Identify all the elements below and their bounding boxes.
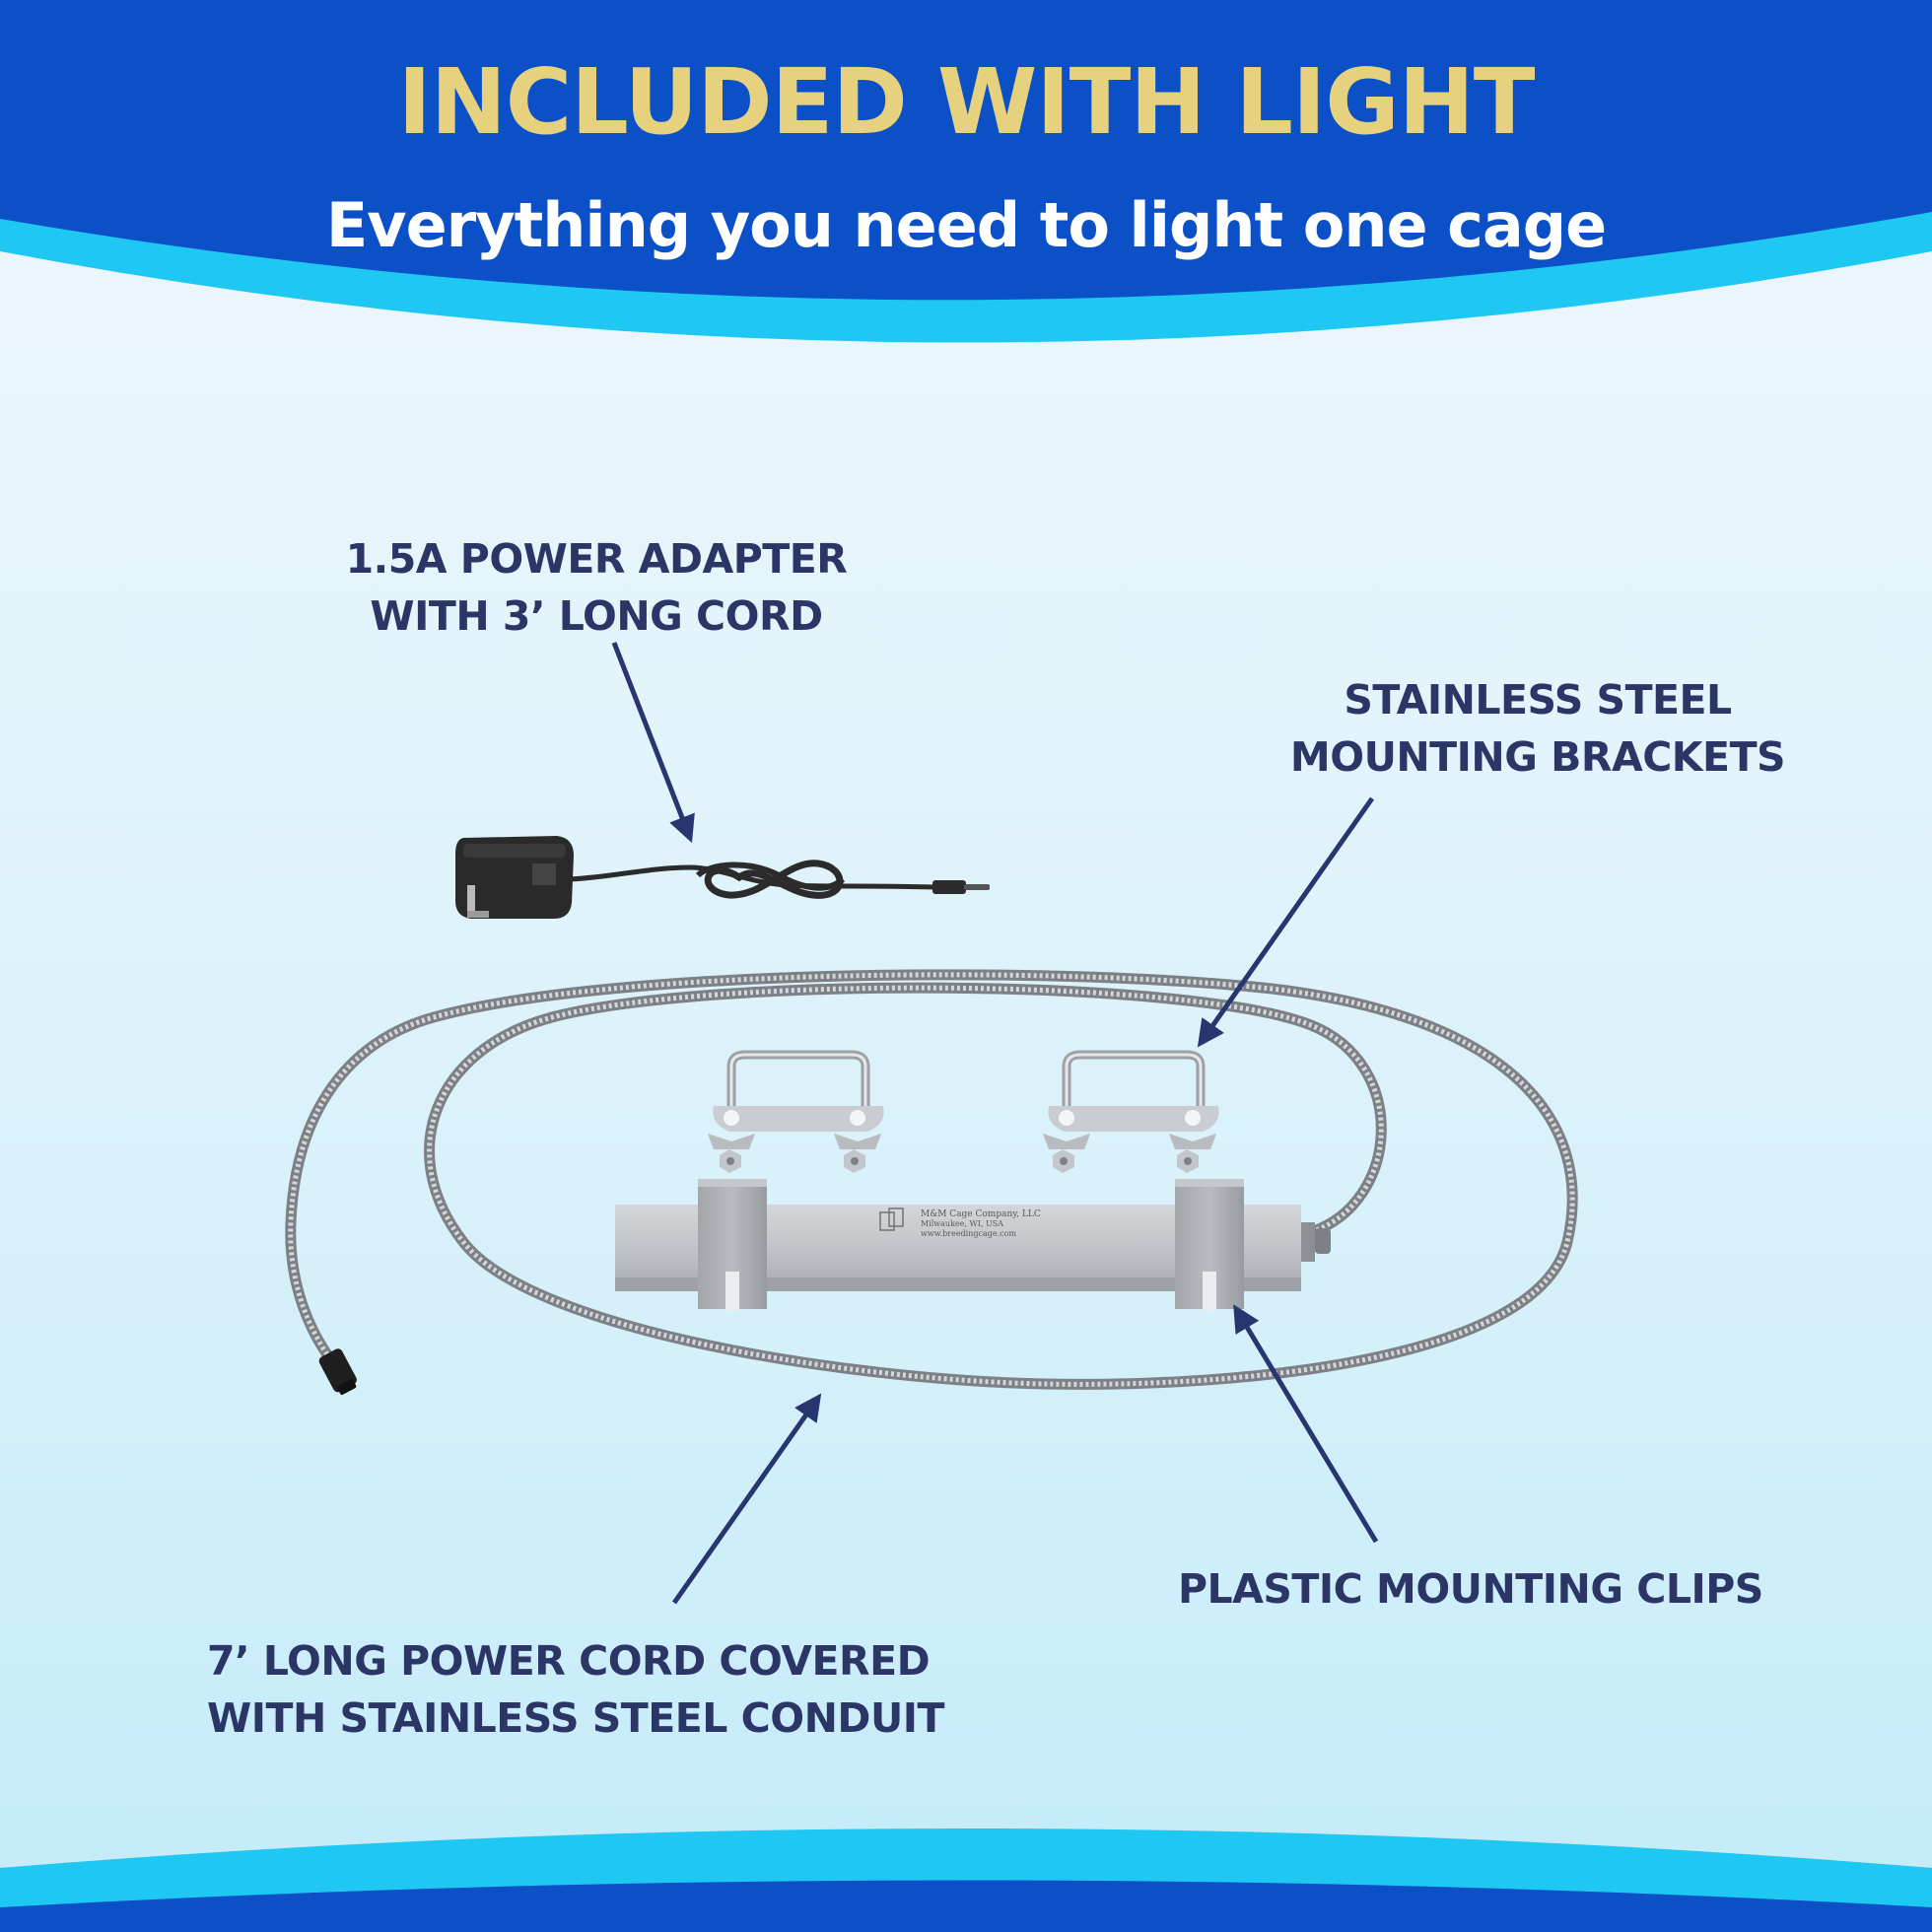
- callout-power-cord: 7’ LONG POWER CORD COVERED WITH STAINLES…: [207, 1632, 944, 1747]
- brand-logo: [879, 1208, 904, 1231]
- arrow-adapter: [611, 642, 695, 844]
- cord-loop: [704, 860, 844, 899]
- brand-location: Milwaukee, WI, USA: [921, 1219, 1003, 1228]
- callout-power-adapter-line2: WITH 3’ LONG CORD: [370, 592, 823, 640]
- led-light-bar: M&M Cage Company, LLC Milwaukee, WI, USA…: [615, 1179, 1331, 1311]
- footer-band: [0, 1880, 1932, 1932]
- callout-power-adapter-line1: 1.5A POWER ADAPTER: [345, 535, 848, 583]
- page-title: INCLUDED WITH LIGHT: [397, 49, 1535, 155]
- plastic-clip-left: [698, 1179, 767, 1311]
- power-adapter: [455, 836, 990, 919]
- arrow-brackets: [1197, 796, 1375, 1048]
- mounting-bracket-left: [708, 1050, 884, 1173]
- arrow-clips: [1233, 1304, 1379, 1544]
- stainless-conduit: [285, 969, 1578, 1396]
- brand-website: www.breedingcage.com: [921, 1229, 1016, 1238]
- page-subtitle: Everything you need to light one cage: [325, 189, 1607, 261]
- callout-mounting-brackets-line2: MOUNTING BRACKETS: [1289, 733, 1786, 781]
- plastic-clip-right: [1175, 1179, 1244, 1311]
- callout-plastic-clips-line1: PLASTIC MOUNTING CLIPS: [1178, 1565, 1763, 1613]
- callout-power-cord-line2: WITH STAINLESS STEEL CONDUIT: [207, 1694, 944, 1742]
- callout-power-adapter: 1.5A POWER ADAPTER WITH 3’ LONG CORD: [301, 530, 892, 645]
- header-band: [0, 0, 1932, 301]
- arrow-cord: [671, 1393, 822, 1605]
- brand-name: M&M Cage Company, LLC: [921, 1209, 1041, 1219]
- mounting-bracket-right: [1043, 1050, 1219, 1173]
- callout-mounting-brackets-line1: STAINLESS STEEL: [1344, 676, 1732, 724]
- callout-power-cord-line1: 7’ LONG POWER CORD COVERED: [207, 1637, 931, 1685]
- callout-plastic-clips: PLASTIC MOUNTING CLIPS: [1178, 1560, 1763, 1618]
- callout-mounting-brackets: STAINLESS STEEL MOUNTING BRACKETS: [1242, 671, 1833, 786]
